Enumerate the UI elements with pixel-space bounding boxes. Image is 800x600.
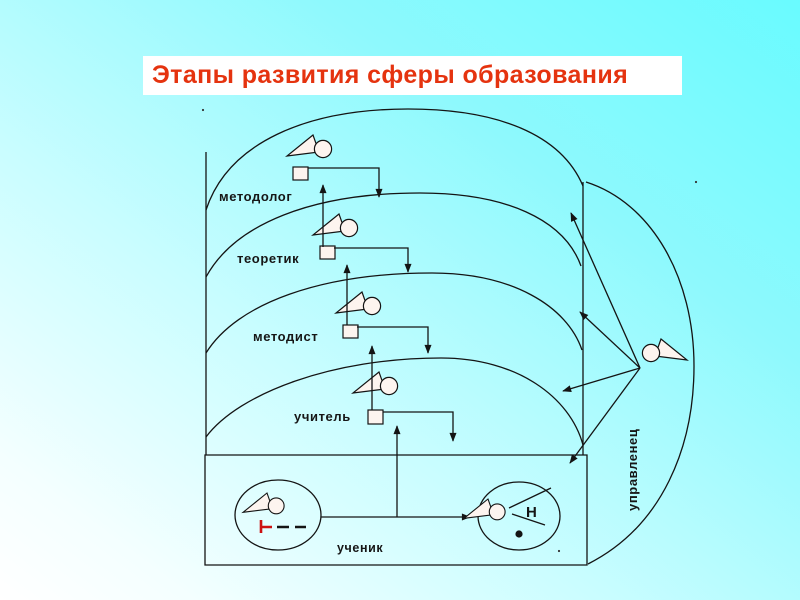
label-novelty: Н — [526, 504, 537, 521]
arc-methodist-layer — [205, 272, 583, 354]
arrow-down-methodologist — [308, 167, 383, 198]
label-theorist: теоретик — [237, 251, 299, 266]
label-manager: управленец — [625, 429, 640, 511]
document-square-teacher — [367, 409, 384, 425]
manager-block — [562, 181, 695, 565]
ink-speck — [694, 180, 698, 184]
label-methodologist: методолог — [219, 189, 292, 204]
label-student: ученик — [337, 541, 383, 555]
layer-shell — [205, 108, 584, 455]
person-icon-teacher — [352, 371, 399, 396]
label-teacher: учитель — [294, 409, 351, 424]
document-square-methodologist — [292, 166, 309, 181]
arc-theorist-layer — [205, 192, 582, 278]
knowledge-dot — [515, 530, 523, 538]
person-icon-student-left — [242, 492, 285, 515]
document-square-theorist — [319, 245, 336, 260]
arrow-down-methodist — [357, 326, 432, 354]
red-start-mark — [259, 520, 272, 533]
person-icon-methodist — [335, 291, 382, 316]
downward-elbow-arrows — [308, 167, 457, 442]
arrow-down-theorist — [334, 247, 412, 273]
upward-arrows — [319, 184, 401, 517]
person-icon-student-right — [463, 498, 506, 521]
person-icon-methodologist — [286, 134, 333, 159]
document-square-methodist — [342, 324, 359, 339]
student-left-ellipse — [234, 479, 322, 551]
arc-teacher-layer — [205, 357, 584, 446]
label-methodist: методист — [253, 329, 318, 344]
arc-methodologist-layer — [205, 108, 584, 211]
manager-arrow-2 — [579, 311, 641, 369]
slide-title: Этапы развития сферы образования — [152, 61, 629, 89]
manager-arrow-1 — [570, 212, 641, 369]
ink-speck — [557, 549, 561, 553]
manager-arrow-3 — [562, 367, 641, 393]
manager-loop-curve — [585, 181, 695, 565]
person-icon-theorist — [312, 213, 359, 238]
sight-rays — [508, 487, 552, 526]
manager-arrow-4 — [569, 367, 641, 464]
ink-speck — [201, 108, 205, 112]
arrow-down-teacher — [383, 411, 457, 442]
person-icon-manager — [641, 338, 688, 363]
student-rectangle — [204, 454, 588, 566]
title-box: Этапы развития сферы образования — [143, 56, 682, 95]
